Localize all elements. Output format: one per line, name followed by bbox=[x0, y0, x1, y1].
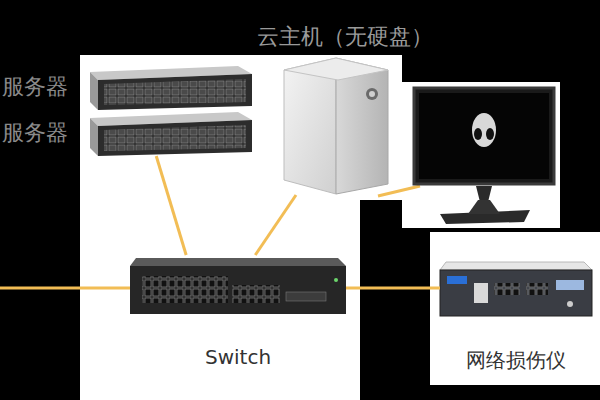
device-label: 服务器 bbox=[2, 120, 68, 146]
server-node: 服务器 bbox=[0, 64, 252, 110]
network-cable bbox=[156, 156, 186, 255]
uplink-cable bbox=[0, 287, 131, 290]
network-cable bbox=[346, 288, 440, 289]
impairment-device bbox=[440, 262, 592, 316]
switch-device bbox=[130, 258, 346, 314]
white-ground bbox=[402, 82, 560, 228]
device-label: 网络损伤仪 bbox=[466, 348, 566, 372]
rack-server bbox=[90, 66, 252, 110]
server-node: 服务器 bbox=[0, 110, 252, 156]
impairment-node: 网络损伤仪 bbox=[440, 258, 592, 378]
monitor bbox=[414, 88, 554, 224]
cloud-host-node: 云主机（无硬盘） bbox=[255, 22, 455, 195]
device-label: 服务器 bbox=[2, 74, 68, 100]
white-ground bbox=[260, 55, 402, 200]
video-cable bbox=[378, 186, 420, 196]
white-ground bbox=[80, 55, 260, 195]
device-label: Switch bbox=[205, 345, 271, 369]
tower-pc bbox=[284, 58, 388, 194]
device-label: 云主机（无硬盘） bbox=[257, 24, 433, 50]
network-cable bbox=[255, 195, 296, 255]
white-ground bbox=[80, 190, 360, 400]
rack-server bbox=[90, 112, 252, 156]
white-ground bbox=[430, 232, 600, 385]
switch-node: Switch bbox=[130, 255, 346, 375]
